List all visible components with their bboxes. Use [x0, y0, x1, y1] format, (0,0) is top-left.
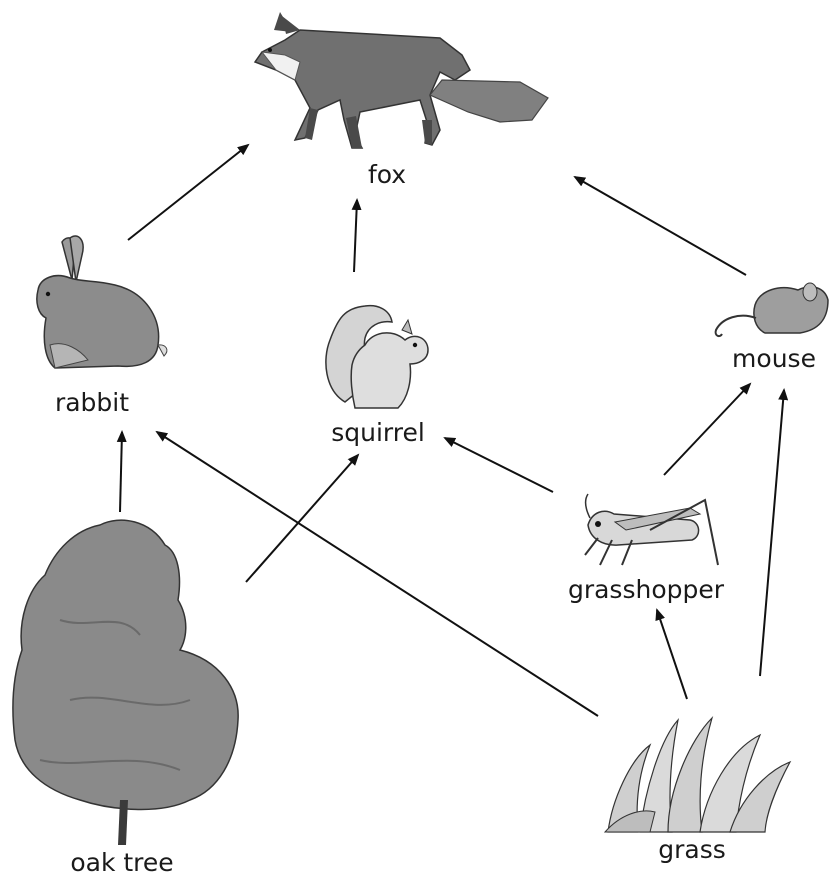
arrow-rabbit-to-fox [128, 145, 248, 240]
arrow-oak-tree-to-squirrel [246, 455, 358, 582]
arrow-grasshopper-to-mouse [664, 384, 750, 475]
rabbit-illustration [37, 236, 167, 368]
rabbit-label: rabbit [55, 390, 129, 415]
arrow-squirrel-to-fox [354, 200, 357, 272]
grasshopper-label: grasshopper [568, 577, 724, 602]
mouse-illustration [716, 283, 828, 336]
fox-illustration [255, 12, 548, 148]
squirrel-illustration [326, 306, 428, 408]
arrows-layer [120, 145, 784, 716]
oak-tree-label: oak tree [70, 850, 173, 875]
arrow-grasshopper-to-squirrel [445, 438, 553, 492]
squirrel-label: squirrel [331, 420, 425, 445]
oak-tree-illustration [13, 520, 238, 845]
arrow-grass-to-mouse [760, 390, 784, 676]
arrow-grass-to-grasshopper [657, 610, 687, 699]
grasshopper-illustration [585, 494, 718, 565]
grass-illustration [605, 718, 790, 832]
fox-label: fox [368, 162, 406, 187]
arrow-oak-tree-to-rabbit [120, 432, 122, 512]
arrow-grass-to-rabbit [157, 432, 598, 716]
grass-label: grass [658, 837, 726, 862]
arrow-mouse-to-fox [575, 177, 746, 275]
mouse-label: mouse [732, 346, 816, 371]
